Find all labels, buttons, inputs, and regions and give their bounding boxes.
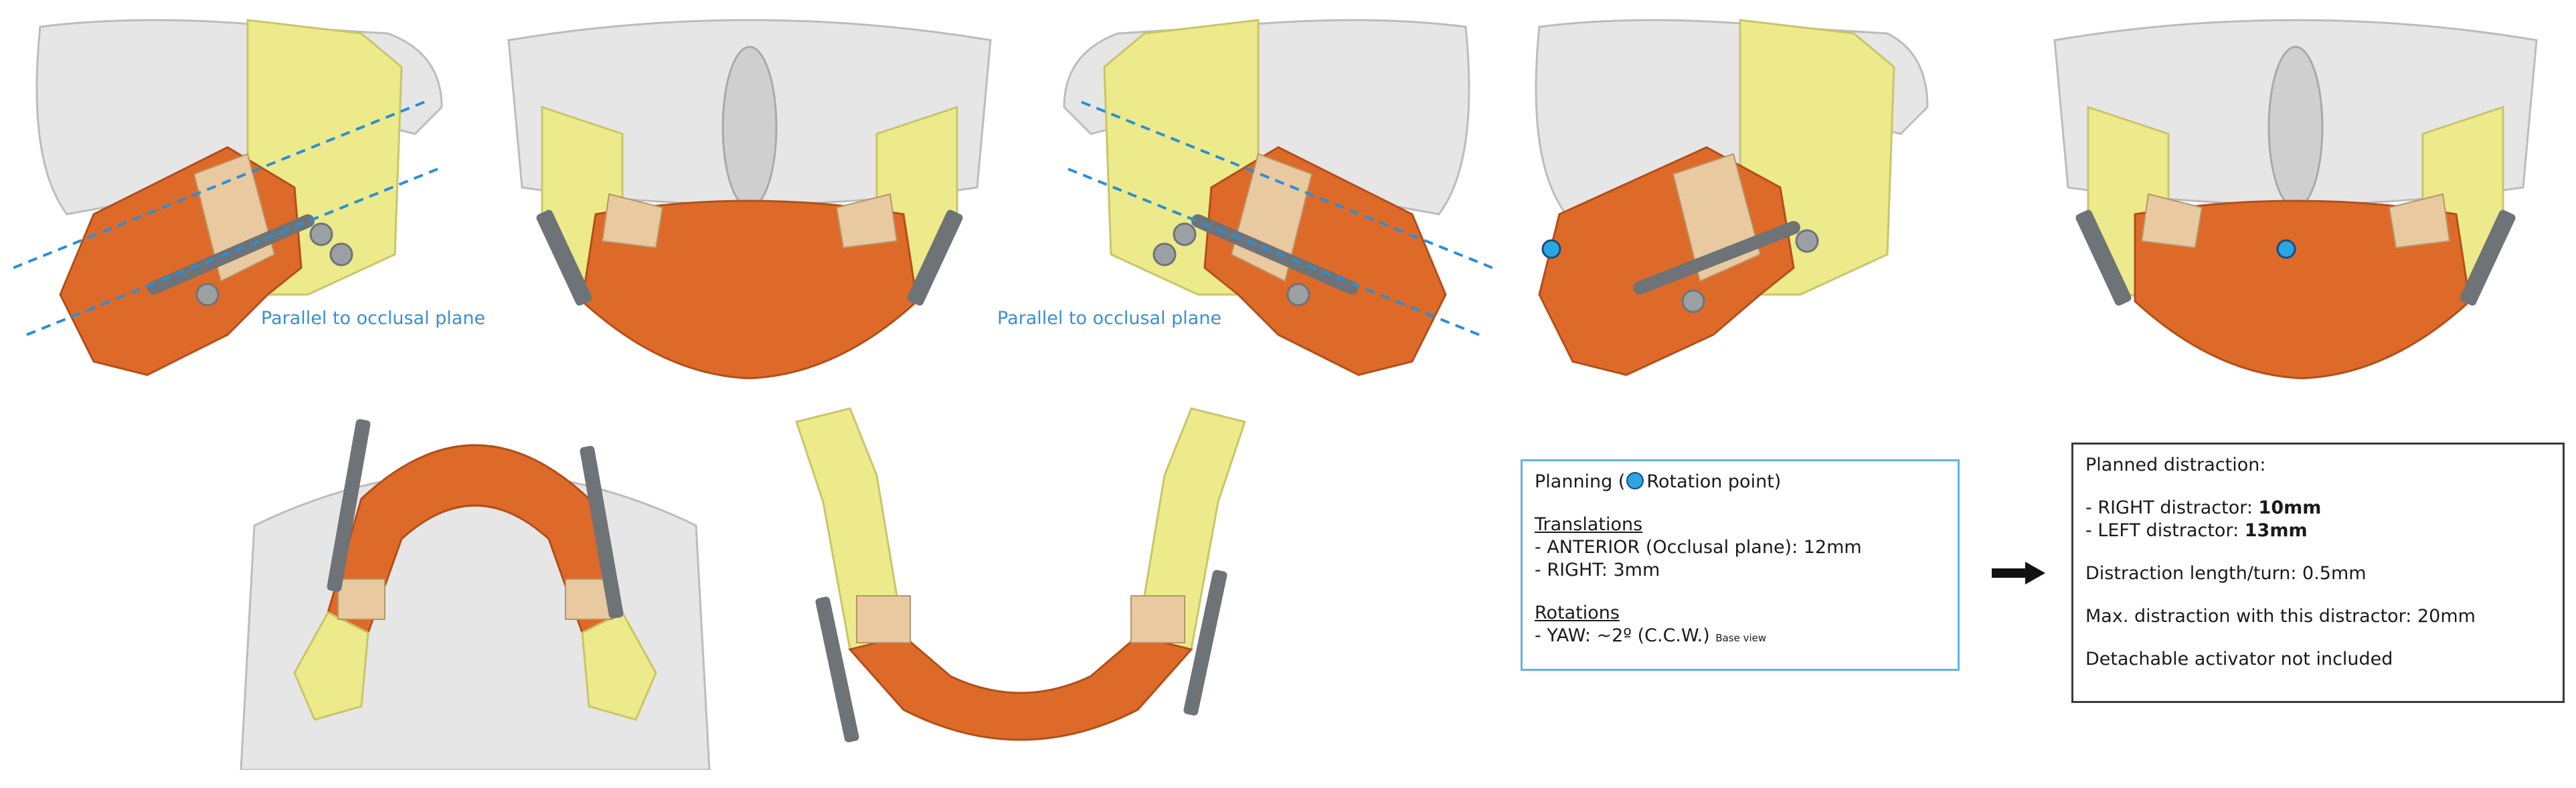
distraction-title: Planned distraction: [2085, 455, 2266, 475]
rotation-point-icon [1626, 472, 1644, 489]
planning-box: Planning (Rotation point) Translations -… [1521, 459, 1960, 671]
translations-heading: Translations [1535, 514, 1643, 535]
rotation-point-icon [2276, 239, 2296, 259]
panel-frontal-pre [489, 13, 1011, 388]
planning-title: Planning (Rotation point) [1535, 471, 1782, 492]
left-distractor: - LEFT distractor: 13mm [2085, 520, 2308, 541]
distraction-length-per-turn: Distraction length/turn: 0.5mm [2085, 563, 2367, 584]
panel-inferior-view [228, 392, 723, 770]
max-distraction: Max. distraction with this distractor: 2… [2085, 606, 2476, 627]
right-distractor: - RIGHT distractor: 10mm [2085, 497, 2322, 518]
panel-superior-view [790, 395, 1252, 770]
base-view-note: Base view [1715, 632, 1767, 644]
translation-anterior: - ANTERIOR (Occlusal plane): 12mm [1535, 537, 1862, 558]
panel-right-lateral-post [1513, 13, 1954, 388]
occlusal-plane-label-right: Parallel to occlusal plane [997, 308, 1222, 329]
panel-left-lateral-pre [1031, 13, 1492, 388]
arrow-right-icon [1992, 562, 2045, 584]
activator-note: Detachable activator not included [2085, 649, 2393, 669]
translation-right: - RIGHT: 3mm [1535, 560, 1660, 580]
distraction-box: Planned distraction: - RIGHT distractor:… [2071, 443, 2565, 703]
rotation-point-icon [1541, 239, 1561, 259]
rotations-heading: Rotations [1535, 603, 1620, 623]
rotation-yaw: - YAW: ~2º (C.C.W.) Base view [1535, 625, 1767, 646]
panel-frontal-post [2035, 13, 2557, 388]
occlusal-plane-label-left: Parallel to occlusal plane [261, 308, 486, 329]
panel-right-lateral-pre [13, 13, 475, 388]
